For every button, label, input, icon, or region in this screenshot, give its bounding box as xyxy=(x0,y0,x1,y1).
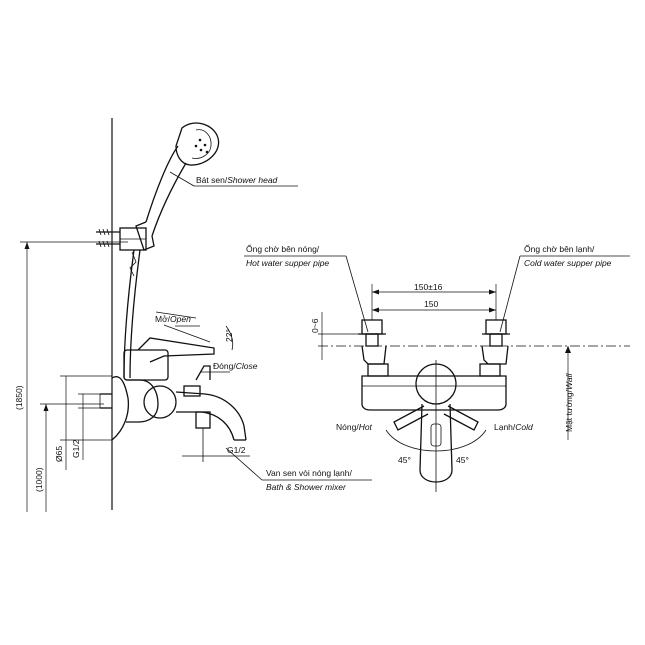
dim-1000-label: (1000) xyxy=(34,467,44,492)
front-view: Mặt tường/Wall xyxy=(244,243,630,492)
angle-right-label: 45° xyxy=(456,455,469,465)
thread-bottom-label: G1/2 xyxy=(227,445,246,455)
shower-head-leader xyxy=(169,171,195,187)
angle-arc xyxy=(225,325,234,351)
angle-arc-45 xyxy=(385,429,487,452)
mixer-label: Van sen vòi nóng lạnh/ xyxy=(266,468,352,478)
cold-label: Lạnh/Cold xyxy=(494,422,533,432)
hot-pipe-label-en: Hot water supper pipe xyxy=(246,258,329,268)
thread-left-label: G1/2 xyxy=(71,439,81,458)
cold-supply-pipe xyxy=(479,319,510,377)
hot-label: Nóng/Hot xyxy=(336,422,373,432)
angle-22-label: 22° xyxy=(224,329,234,342)
angle-left-label: 45° xyxy=(398,455,411,465)
dim-1850-label: (1850) xyxy=(14,385,24,410)
shower-head-label: Bát sen/Shower head xyxy=(196,175,278,185)
hot-pipe-label: Ống chờ bên nóng/ xyxy=(246,243,320,254)
side-view: 22° Bát sen/Shower head Mở/Open Đóng/Clo… xyxy=(14,118,372,512)
wall-label: Mặt tường/Wall xyxy=(564,373,574,432)
cold-pipe-label: Ống chờ bên lạnh/ xyxy=(524,243,595,254)
hot-supply-pipe xyxy=(358,319,389,377)
mixer-body xyxy=(99,311,247,462)
open-label: Mở/Open xyxy=(155,314,191,324)
dim-65-label: Ø65 xyxy=(54,446,64,462)
mixer-label-en: Bath & Shower mixer xyxy=(266,482,347,492)
dim-150-label: 150 xyxy=(424,299,438,309)
dim-offset-label: 0~6 xyxy=(310,318,320,333)
close-label: Đóng/Close xyxy=(213,361,258,371)
wall-screws xyxy=(96,228,120,248)
dim-150-16-label: 150±16 xyxy=(414,282,443,292)
cold-pipe-label-en: Cold water supper pipe xyxy=(524,258,612,268)
mixer-front xyxy=(361,360,507,492)
